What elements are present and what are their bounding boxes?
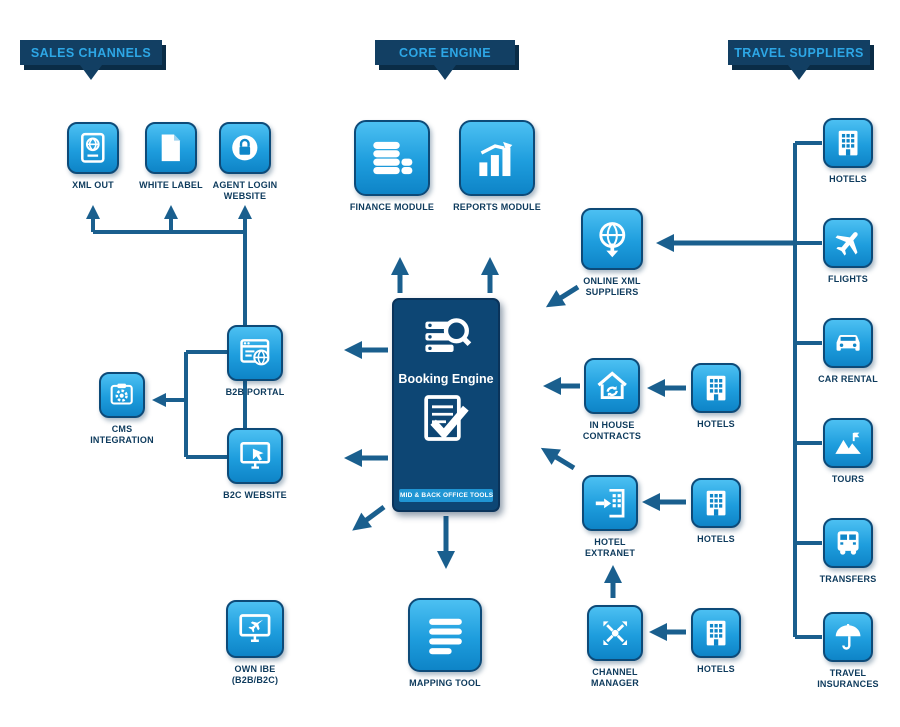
supplier-car-rental-node: CAR RENTAL <box>808 318 888 385</box>
supplier-hotels-label: HOTELS <box>829 174 867 184</box>
car-icon <box>832 327 864 359</box>
booking-engine-title: Booking Engine <box>398 372 494 386</box>
hotels-extranet-node: HOTELS <box>686 478 746 545</box>
supplier-travel-insurances-label: TRAVEL INSURANCES <box>817 668 879 690</box>
passport-icon <box>76 131 110 165</box>
hotels-channel-label: HOTELS <box>697 664 735 674</box>
bus-icon <box>832 527 864 559</box>
monitor-plane-icon <box>236 610 274 648</box>
own-ibe-label: OWN IBE (B2B/B2C) <box>231 664 279 686</box>
hotels-channel-node: HOTELS <box>686 608 746 675</box>
browser-globe-icon <box>237 335 273 371</box>
supplier-flights-label: FLIGHTS <box>828 274 868 284</box>
b2c-website-label: B2C WEBSITE <box>223 490 287 500</box>
mid-back-office-strip: MID & BACK OFFICE TOOLS <box>399 489 493 502</box>
xml-out-label: XML OUT <box>72 180 114 190</box>
sales-channels-banner-label: SALES CHANNELS <box>30 45 152 60</box>
cms-integration-label: CMS INTEGRATION <box>90 424 154 446</box>
supplier-flights-node: FLIGHTS <box>813 218 883 285</box>
bar-chart-icon <box>472 133 522 183</box>
channel-manager-node: CHANNEL MANAGER <box>580 605 650 690</box>
travel-suppliers-banner: TRAVEL SUPPLIERS <box>728 40 870 65</box>
reports-module-label: REPORTS MODULE <box>453 202 541 212</box>
document-icon <box>154 131 188 165</box>
hotels-inhouse-node: HOTELS <box>686 363 746 430</box>
hotel-extranet-label: HOTEL EXTRANET <box>584 537 636 559</box>
plane-icon <box>825 220 870 265</box>
search-server-icon <box>420 313 472 365</box>
core-engine-banner: CORE ENGINE <box>375 40 515 65</box>
supplier-hotels-node: HOTELS <box>818 118 878 185</box>
b2b-portal-label: B2B PORTAL <box>225 387 285 397</box>
mapping-tool-label: MAPPING TOOL <box>409 678 481 688</box>
supplier-transfers-node: TRANSFERS <box>808 518 888 585</box>
mountains-icon <box>832 427 864 459</box>
supplier-travel-insurances-node: TRAVEL INSURANCES <box>808 612 888 691</box>
umbrella-icon <box>832 621 864 653</box>
white-label-node: WHITE LABEL <box>134 122 208 191</box>
hotels-inhouse-label: HOTELS <box>697 419 735 429</box>
xml-out-node: XML OUT <box>63 122 123 191</box>
hotel-extranet-node: HOTEL EXTRANET <box>575 475 645 560</box>
building-icon <box>700 372 732 404</box>
in-house-contracts-label: IN HOUSE CONTRACTS <box>582 420 642 442</box>
padlock-icon <box>228 131 262 165</box>
cms-integration-node: CMS INTEGRATION <box>87 372 157 447</box>
sales-channels-banner: SALES CHANNELS <box>20 40 162 65</box>
own-ibe-node: OWN IBE (B2B/B2C) <box>220 600 290 687</box>
supplier-car-rental-label: CAR RENTAL <box>818 374 878 384</box>
channel-manager-label: CHANNEL MANAGER <box>591 667 639 689</box>
online-xml-suppliers-node: ONLINE XML SUPPLIERS <box>572 208 652 299</box>
b2c-website-node: B2C WEBSITE <box>210 428 300 501</box>
core-engine-banner-label: CORE ENGINE <box>399 45 491 60</box>
b2b-portal-node: B2B PORTAL <box>215 325 295 398</box>
mapping-tool-node: MAPPING TOOL <box>395 598 495 689</box>
list-icon <box>421 611 470 660</box>
monitor-cursor-icon <box>237 438 273 474</box>
building-icon <box>832 127 864 159</box>
building-icon <box>700 487 732 519</box>
supplier-tours-label: TOURS <box>831 474 865 484</box>
travel-suppliers-banner-label: TRAVEL SUPPLIERS <box>734 45 864 60</box>
booking-engine-box: Booking Engine MID & BACK OFFICE TOOLS <box>392 298 500 512</box>
building-icon <box>700 617 732 649</box>
house-sync-icon <box>594 368 630 404</box>
compass-arrows-icon <box>597 615 633 651</box>
gear-device-icon <box>107 380 136 409</box>
agent-login-label: AGENT LOGIN WEBSITE <box>212 180 278 202</box>
supplier-transfers-label: TRANSFERS <box>819 574 877 584</box>
finance-module-node: FINANCE MODULE <box>337 120 447 213</box>
reports-module-node: REPORTS MODULE <box>442 120 552 213</box>
supplier-tours-node: TOURS <box>818 418 878 485</box>
online-xml-suppliers-label: ONLINE XML SUPPLIERS <box>583 276 641 298</box>
coins-icon <box>367 133 417 183</box>
white-label-label: WHITE LABEL <box>139 180 203 190</box>
in-house-contracts-node: IN HOUSE CONTRACTS <box>577 358 647 443</box>
finance-module-label: FINANCE MODULE <box>349 202 435 212</box>
hotels-extranet-label: HOTELS <box>697 534 735 544</box>
agent-login-node: AGENT LOGIN WEBSITE <box>205 122 285 203</box>
check-document-icon <box>418 390 474 446</box>
building-arrow-icon <box>592 485 628 521</box>
globe-download-icon <box>592 219 633 260</box>
